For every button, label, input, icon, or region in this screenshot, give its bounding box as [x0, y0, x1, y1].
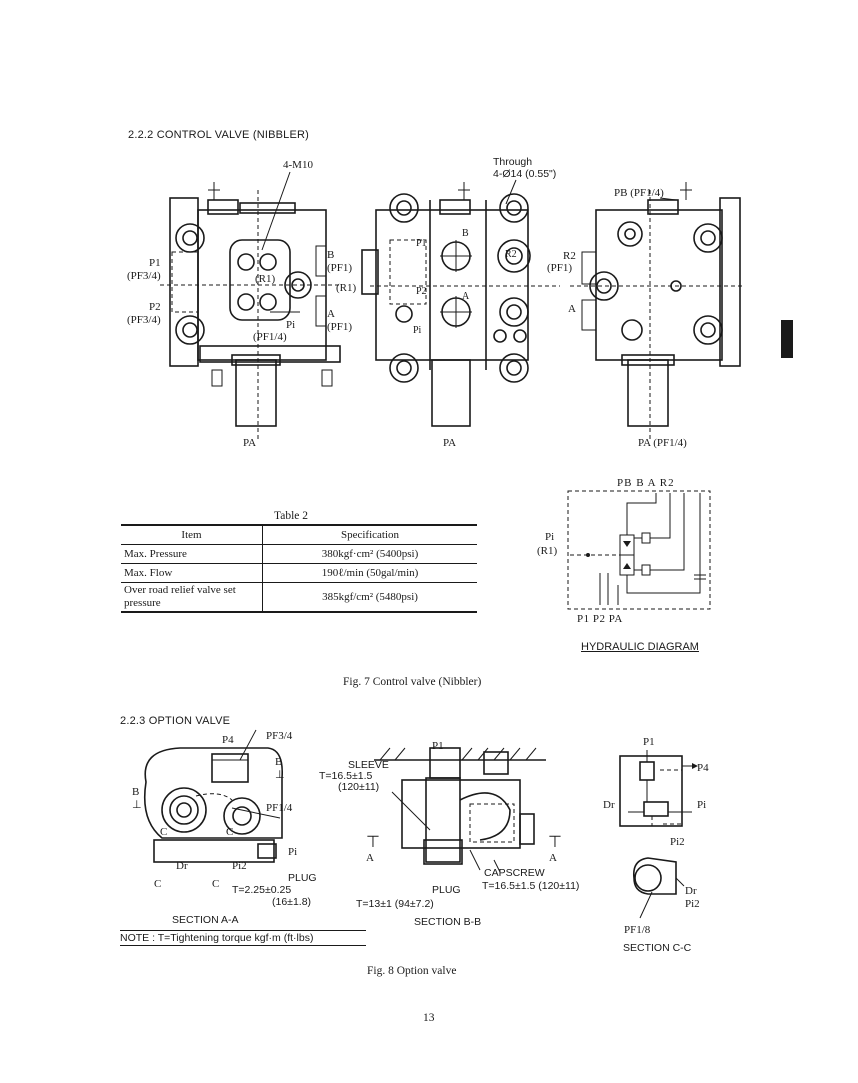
table-header-row: Item Specification: [121, 524, 477, 545]
label-r1-inner: (R1): [255, 273, 276, 285]
table-title: Table 2: [274, 510, 309, 522]
table-cell: 190ℓ/min (50gal/min): [262, 563, 477, 583]
bb-a-right-mark: ⊤: [548, 834, 562, 851]
table-cell: Max. Pressure: [121, 544, 263, 564]
label-mid-pi: Pi: [413, 325, 422, 336]
opt-note: NOTE : T=Tightening torque kgf·m (ft·lbs…: [120, 930, 366, 946]
opt-b-right: B: [275, 756, 283, 768]
hyd-title: HYDRAULIC DIAGRAM: [581, 641, 699, 653]
bb-a-left: A: [366, 852, 374, 864]
bb-plug: PLUG: [432, 884, 461, 896]
table-row: Max. Flow 190ℓ/min (50gal/min): [121, 563, 477, 583]
opt-c-bottom-mid: C: [212, 878, 220, 890]
opt-b-left: B: [132, 786, 140, 798]
hyd-r1: (R1): [537, 545, 558, 557]
label-b-pf: (PF1): [327, 262, 353, 274]
opt-plug-torque: T=2.25±0.25: [232, 884, 292, 896]
control-valve-drawing: [160, 171, 745, 440]
cc-p4: P4: [697, 762, 709, 774]
section-cc-drawing: [619, 750, 698, 919]
bb-title: SECTION B-B: [414, 916, 482, 928]
opt-c-top: C: [160, 826, 168, 838]
figure-8-caption: Fig. 8 Option valve: [367, 965, 457, 977]
cc-pi: Pi: [697, 799, 707, 811]
bb-a-right: A: [549, 852, 557, 864]
section-heading-control-valve: 2.2.2 CONTROL VALVE (NIBBLER): [128, 129, 310, 141]
table-cell: Over road relief valve set pressure: [121, 582, 263, 613]
bb-sleeve: SLEEVE: [348, 759, 389, 771]
table-cell: Max. Flow: [121, 563, 263, 583]
label-right-a: A: [568, 303, 576, 315]
table-header-item: Item: [121, 524, 263, 545]
opt-pi: Pi: [288, 846, 298, 858]
label-pa-mid: PA: [443, 437, 457, 449]
page-number: 13: [423, 1012, 435, 1024]
opt-pf14: PF1/4: [266, 802, 293, 814]
cc-pf18: PF1/8: [624, 924, 651, 936]
bb-sleeve-ftlbs: (120±11): [338, 781, 380, 793]
table-row: Over road relief valve set pressure 385k…: [121, 582, 477, 613]
bb-sleeve-torque: T=16.5±1.5: [319, 770, 373, 782]
opt-plug-ftlbs: (16±1.8): [272, 896, 312, 908]
bb-capscrew-torque: T=16.5±1.5 (120±11): [482, 880, 580, 892]
cc-pi2: Pi2: [670, 836, 685, 848]
label-pb-pf: PB (PF1/4): [614, 187, 664, 199]
opt-dr: Dr: [176, 860, 188, 872]
opt-b-left-mark: ⊥: [132, 799, 142, 811]
opt-p4: P4: [222, 734, 234, 746]
table-cell: 380kgf·cm² (5400psi): [262, 544, 477, 564]
opt-b-right-mark: ⊥: [275, 769, 285, 781]
label-r2-pf: (PF1): [547, 262, 573, 274]
label-pi: Pi: [286, 319, 296, 331]
page-tab-marker: [781, 320, 793, 358]
hyd-pi: Pi: [545, 531, 555, 543]
table-row: Max. Pressure 380kgf·cm² (5400psi): [121, 544, 477, 564]
label-p2: P2: [149, 301, 161, 313]
section-heading-option-valve: 2.2.3 OPTION VALVE: [120, 715, 231, 727]
label-p2-pf: (PF3/4): [127, 314, 161, 326]
opt-plug: PLUG: [288, 872, 317, 884]
cc-dr2: Dr: [685, 885, 697, 897]
opt-pf34: PF3/4: [266, 730, 293, 742]
label-mid-p1: P1: [416, 238, 427, 249]
label-a: A: [327, 308, 335, 320]
bb-capscrew: CAPSCREW: [484, 867, 545, 879]
cc-p1: P1: [643, 736, 655, 748]
label-through-dim: 4-Ø14 (0.55"): [493, 168, 557, 180]
label-4-m10: 4-M10: [283, 159, 313, 171]
cc-title: SECTION C-C: [623, 942, 692, 954]
table-cell: 385kgf/cm² (5480psi): [262, 582, 477, 613]
table-header-spec: Specification: [262, 524, 477, 545]
opt-section-aa: SECTION A-A: [172, 914, 239, 926]
spec-table: Item Specification Max. Pressure 380kgf·…: [121, 524, 477, 613]
hyd-top-ports: PB B A R2: [617, 477, 675, 489]
opt-c-bottom-left: C: [154, 878, 162, 890]
label-pa-left: PA: [243, 437, 257, 449]
hydraulic-diagram: [567, 490, 711, 610]
label-a-pf: (PF1): [327, 321, 353, 333]
section-bb-drawing: [374, 747, 546, 873]
label-pa-right: PA (PF1/4): [638, 437, 687, 449]
label-p1: P1: [149, 257, 161, 269]
cc-pi2b: Pi2: [685, 898, 700, 910]
label-mid-p2: P2: [416, 286, 427, 297]
opt-c-mid: C: [226, 826, 234, 838]
label-r1-mid: (R1): [336, 282, 357, 294]
label-mid-a: A: [462, 291, 470, 302]
cc-dr: Dr: [603, 799, 615, 811]
bb-plug-torque: T=13±1 (94±7.2): [356, 898, 434, 910]
label-r2: R2: [563, 250, 576, 262]
hyd-bottom-ports: P1 P2 PA: [577, 613, 623, 625]
label-b: B: [327, 249, 335, 261]
label-mid-b: B: [462, 228, 469, 239]
opt-pi2: Pi2: [232, 860, 247, 872]
label-p1-pf: (PF3/4): [127, 270, 161, 282]
label-through: Through: [493, 156, 533, 168]
label-pi-pf: (PF1/4): [253, 331, 287, 343]
bb-a-left-mark: ⊤: [366, 834, 380, 851]
bb-p1: P1: [432, 740, 444, 752]
label-mid-r2: R2: [505, 249, 517, 260]
figure-7-caption: Fig. 7 Control valve (Nibbler): [343, 676, 482, 688]
option-valve-section-aa: [143, 729, 284, 863]
